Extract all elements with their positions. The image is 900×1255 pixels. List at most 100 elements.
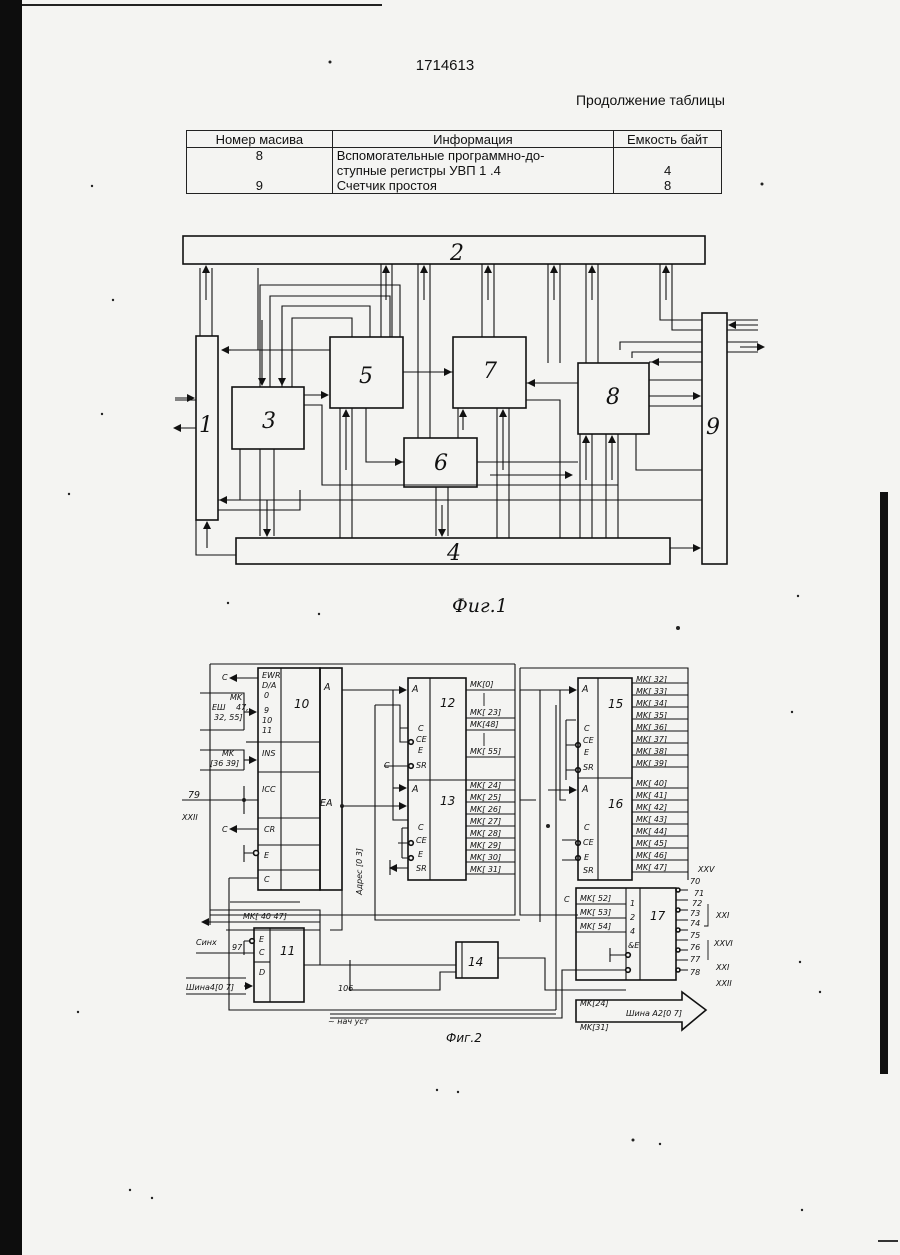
output-label: MK[ 47] bbox=[636, 863, 667, 872]
b17-pin: 2 bbox=[630, 913, 635, 922]
right-label-xxi-2: XXI bbox=[715, 963, 730, 972]
pin-EA: EA bbox=[320, 798, 333, 809]
input-106: 106 bbox=[338, 984, 353, 993]
pin-CE-12: CE bbox=[416, 735, 428, 744]
pin-CR: CR bbox=[264, 825, 275, 834]
output-label: MK[ 38] bbox=[636, 747, 667, 756]
mk1-label-d: 32, 55] bbox=[214, 713, 243, 722]
pin-E-11: E bbox=[259, 935, 265, 944]
pin-C-11: C bbox=[259, 948, 265, 957]
b17-input: MK[ 54] bbox=[580, 922, 611, 931]
bus-mk40-label: MK[ 40 47] bbox=[243, 912, 287, 921]
label-16: 16 bbox=[608, 797, 624, 811]
pin-SR-15: SR bbox=[583, 763, 594, 772]
output-label: MK[ 29] bbox=[470, 841, 501, 850]
b17-pin: 1 bbox=[630, 899, 635, 908]
input-bus4: Шина4[0 7] bbox=[186, 983, 234, 992]
mk1-label-c: 47, bbox=[236, 703, 249, 712]
c-label-16: C bbox=[564, 895, 570, 904]
b17-input: MK[ 53] bbox=[580, 908, 611, 917]
pin-E-13: E bbox=[418, 850, 424, 859]
pin-D-11: D bbox=[259, 968, 265, 977]
mk1-label-a: MK bbox=[230, 693, 243, 702]
label-6: 6 bbox=[434, 451, 448, 476]
pin-A-15: A bbox=[581, 684, 589, 695]
pin-SR-16: SR bbox=[583, 866, 594, 875]
c-label-12: C bbox=[384, 761, 390, 770]
pin-C-15: C bbox=[584, 724, 590, 733]
label-2: 2 bbox=[449, 241, 464, 266]
output-label: MK[ 43] bbox=[636, 815, 667, 824]
figure-1-caption: Фиг.1 bbox=[452, 595, 508, 617]
label-10: 10 bbox=[294, 697, 310, 711]
label-9: 9 bbox=[706, 415, 720, 440]
pin-INS: INS bbox=[262, 749, 275, 758]
mk1-label-b: EШ bbox=[212, 703, 226, 712]
bus-out-mk24: MK[24] bbox=[580, 999, 609, 1008]
output-label: MK[ 31] bbox=[470, 865, 501, 874]
label-13: 13 bbox=[440, 794, 455, 808]
pin-CE-13: CE bbox=[416, 836, 428, 845]
input-cinh: Cинх bbox=[196, 938, 217, 947]
label-3: 3 bbox=[262, 409, 276, 434]
output-label: MK[ 27] bbox=[470, 817, 501, 826]
pin-A-16: A bbox=[581, 784, 589, 795]
output-label: MK[ 46] bbox=[636, 851, 667, 860]
pin-E-12: E bbox=[418, 746, 424, 755]
b17-pin: 4 bbox=[630, 927, 635, 936]
label-15: 15 bbox=[608, 697, 623, 711]
output-label: 78 bbox=[690, 968, 700, 977]
block-12-outputs: MK[0] MK[ 23] MK[48] MK[ 55] bbox=[466, 680, 515, 780]
figure-1-block-diagram: 2 1 3 5 7 8 6 9 4 bbox=[174, 236, 764, 617]
right-label-xxvi: XXVI bbox=[713, 939, 733, 948]
input-xxii: XXII bbox=[181, 813, 198, 822]
output-label: 74 bbox=[690, 919, 700, 928]
pin-EWR: EWR bbox=[262, 671, 281, 680]
pin-CE-16: CE bbox=[583, 838, 595, 847]
address-bus-label: Адрес [0 3] bbox=[355, 848, 364, 896]
input-97: 97 bbox=[232, 943, 243, 952]
pin-E-15: E bbox=[584, 748, 590, 757]
label-12: 12 bbox=[440, 696, 455, 710]
output-label: MK[ 40] bbox=[636, 779, 667, 788]
label-14: 14 bbox=[468, 955, 483, 969]
output-label: MK[ 44] bbox=[636, 827, 667, 836]
right-label-xxi: XXI bbox=[715, 911, 730, 920]
output-label: MK[ 39] bbox=[636, 759, 667, 768]
output-label: MK[ 41] bbox=[636, 791, 667, 800]
block-15-outputs: MK[ 32] MK[ 33] MK[ 34] MK[ 35] MK[ 36] … bbox=[632, 675, 688, 768]
label-11: 11 bbox=[280, 944, 295, 958]
pin-DA: D/A bbox=[262, 681, 276, 690]
figure-2-caption: Фиг.2 bbox=[446, 1031, 482, 1045]
pin-E-16: E bbox=[584, 853, 590, 862]
output-label: 73 bbox=[690, 909, 700, 918]
block-17-outputs: 70 71 72 73 74 75 76 77 78 bbox=[676, 877, 708, 977]
output-label: MK[ 35] bbox=[636, 711, 667, 720]
output-label: MK[0] bbox=[470, 680, 493, 689]
b17-pin: &E bbox=[628, 941, 640, 950]
right-label-xxii: XXII bbox=[715, 979, 732, 988]
output-label: 77 bbox=[690, 955, 701, 964]
pin-C: C bbox=[264, 875, 270, 884]
pin-SR-13: SR bbox=[416, 864, 427, 873]
output-label: MK[ 25] bbox=[470, 793, 501, 802]
input-79: 79 bbox=[188, 790, 200, 801]
pin-ICC: ICC bbox=[262, 785, 276, 794]
output-label: MK[ 26] bbox=[470, 805, 501, 814]
output-label: MK[ 55] bbox=[470, 747, 501, 756]
b17-input: MK[ 52] bbox=[580, 894, 611, 903]
pin-C-12: C bbox=[418, 724, 424, 733]
label-7: 7 bbox=[483, 359, 497, 384]
block-16-outputs: MK[ 40] MK[ 41] MK[ 42] MK[ 43] MK[ 44] … bbox=[632, 779, 688, 872]
output-label: MK[ 37] bbox=[636, 735, 667, 744]
pin-SR-12: SR bbox=[416, 761, 427, 770]
pin-c-out-2: C bbox=[222, 825, 228, 834]
pin-9: 9 bbox=[264, 706, 269, 715]
label-8: 8 bbox=[606, 385, 620, 410]
pin-0: 0 bbox=[264, 691, 269, 700]
pin-A-13: A bbox=[411, 784, 419, 795]
figure-2-circuit-diagram: 10 A EA EWR D/A 0 9 10 11 INS ICC CR E C… bbox=[181, 664, 733, 1045]
block-12-13 bbox=[408, 678, 466, 880]
